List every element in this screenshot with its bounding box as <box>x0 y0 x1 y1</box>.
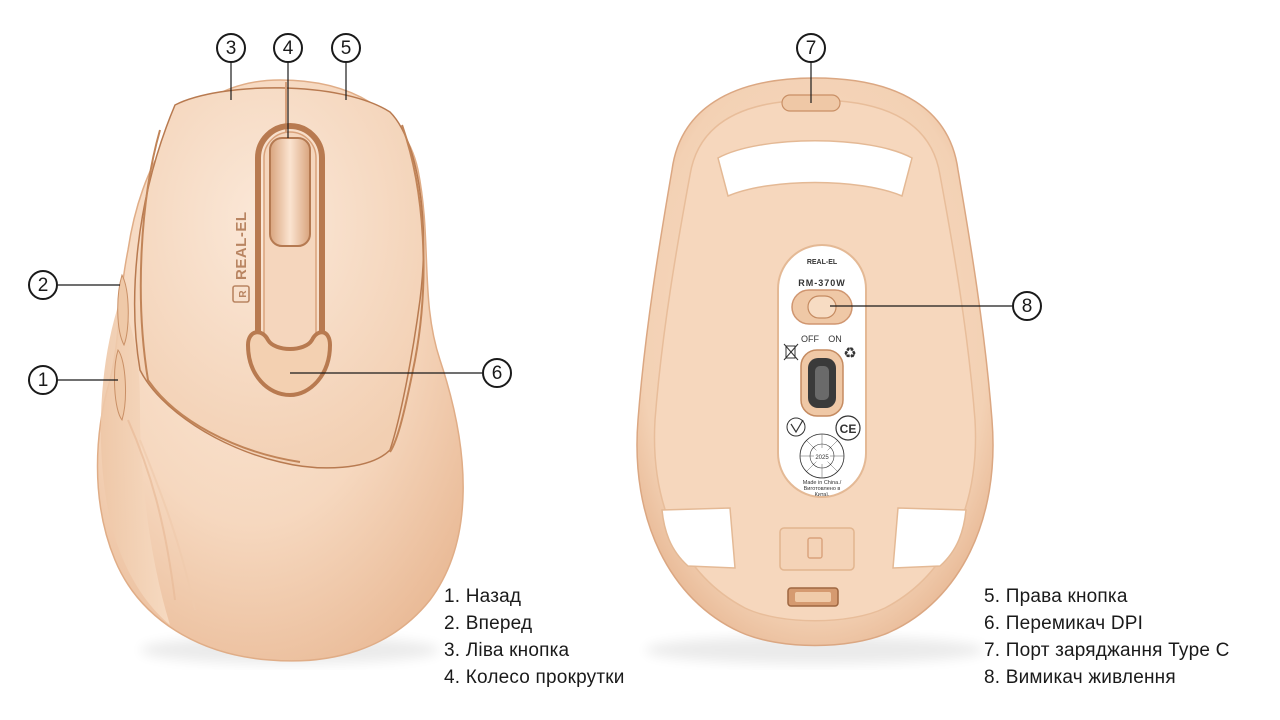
top-foot <box>717 140 913 198</box>
back-button[interactable] <box>114 348 126 422</box>
leader-lines <box>58 62 1012 381</box>
scroll-wheel[interactable] <box>269 137 311 247</box>
callout-right-button: 5 <box>331 33 361 63</box>
legend-item: 3. Ліва кнопка <box>444 640 570 661</box>
svg-text:R: R <box>238 290 249 298</box>
svg-text:RM-370W: RM-370W <box>798 278 846 288</box>
callout-type-c-port: 7 <box>796 33 826 63</box>
svg-text:Виготовлено в: Виготовлено в <box>804 486 841 492</box>
date-wheel: 2025 <box>799 433 845 479</box>
svg-text:Made in China./: Made in China./ <box>803 480 842 486</box>
svg-text:REAL-EL: REAL-EL <box>807 259 838 266</box>
legend-item: 2. Вперед <box>444 613 533 634</box>
legend-left: 1. Назад 2. Вперед 3. Ліва кнопка 4. Кол… <box>444 583 625 691</box>
legend-item: 5. Права кнопка <box>984 586 1128 607</box>
cert-mark <box>786 417 806 437</box>
callout-scroll-wheel: 4 <box>273 33 303 63</box>
svg-text:OFF: OFF <box>801 334 819 344</box>
brand-logo: R REAL-EL <box>232 212 250 303</box>
dpi-switch[interactable] <box>245 330 333 398</box>
callout-forward: 2 <box>28 270 58 300</box>
svg-text:CE: CE <box>840 422 857 436</box>
svg-text:REAL-EL: REAL-EL <box>233 212 250 281</box>
mouse-top-view: R REAL-EL <box>96 79 464 664</box>
callout-back: 1 <box>28 365 58 395</box>
recycle-icon: ♻ <box>843 344 856 362</box>
callout-dpi-switch: 6 <box>482 358 512 388</box>
svg-text:Китаї.: Китаї. <box>815 492 830 498</box>
legend-item: 1. Назад <box>444 586 522 607</box>
svg-text:ON: ON <box>828 334 842 344</box>
legend-item: 4. Колесо прокрутки <box>444 667 625 688</box>
svg-text:2025: 2025 <box>815 455 829 461</box>
legend-right: 5. Права кнопка 6. Перемикач DPI 7. Порт… <box>984 583 1230 691</box>
weee-icon <box>783 343 799 361</box>
bottom-right-foot <box>892 507 967 569</box>
receiver-slot <box>779 527 855 571</box>
bottom-left-foot <box>661 507 736 569</box>
ce-mark <box>835 415 861 441</box>
callout-left-button: 3 <box>216 33 246 63</box>
mouse-bottom-view: REAL-EL RM-370W OFF ON ♻ CE <box>636 77 994 664</box>
legend-item: 8. Вимикач живлення <box>984 667 1176 688</box>
legend-item: 7. Порт заряджання Type C <box>984 640 1230 661</box>
forward-button[interactable] <box>117 273 129 347</box>
callout-power-switch: 8 <box>1012 291 1042 321</box>
legend-item: 6. Перемикач DPI <box>984 613 1144 634</box>
